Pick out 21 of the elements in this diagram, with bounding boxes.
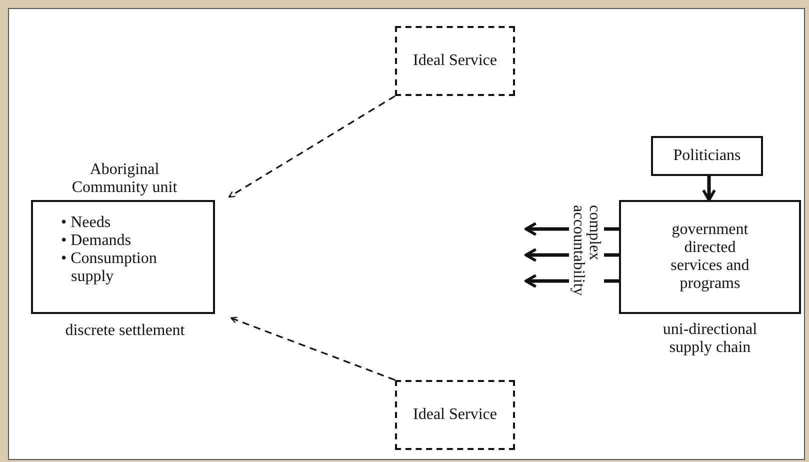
bullet-item: • Consumption supply bbox=[61, 250, 158, 286]
vertical-label: complex accountability bbox=[570, 205, 602, 298]
arrow bbox=[524, 274, 621, 288]
node-text: Ideal Service bbox=[412, 406, 498, 424]
arrow bbox=[228, 95, 396, 198]
dashed-box bbox=[395, 26, 515, 96]
node-caption: uni-directional supply chain bbox=[662, 321, 758, 357]
process-box bbox=[619, 200, 801, 314]
process-box bbox=[651, 136, 763, 176]
node-text: Politicians bbox=[672, 147, 742, 165]
node-text: Ideal Service bbox=[412, 52, 498, 70]
dashed-box bbox=[395, 380, 515, 450]
bullet-item: • Needs bbox=[61, 214, 112, 232]
bullet-item: • Demands bbox=[61, 232, 132, 250]
arrow bbox=[230, 316, 396, 381]
node-heading: Aboriginal Community unit bbox=[70, 161, 178, 197]
arrow bbox=[702, 176, 716, 202]
node-text: government directed services and programs bbox=[670, 221, 750, 293]
node-caption: discrete settlement bbox=[64, 322, 186, 340]
arrow bbox=[524, 222, 621, 236]
arrow bbox=[524, 248, 621, 262]
